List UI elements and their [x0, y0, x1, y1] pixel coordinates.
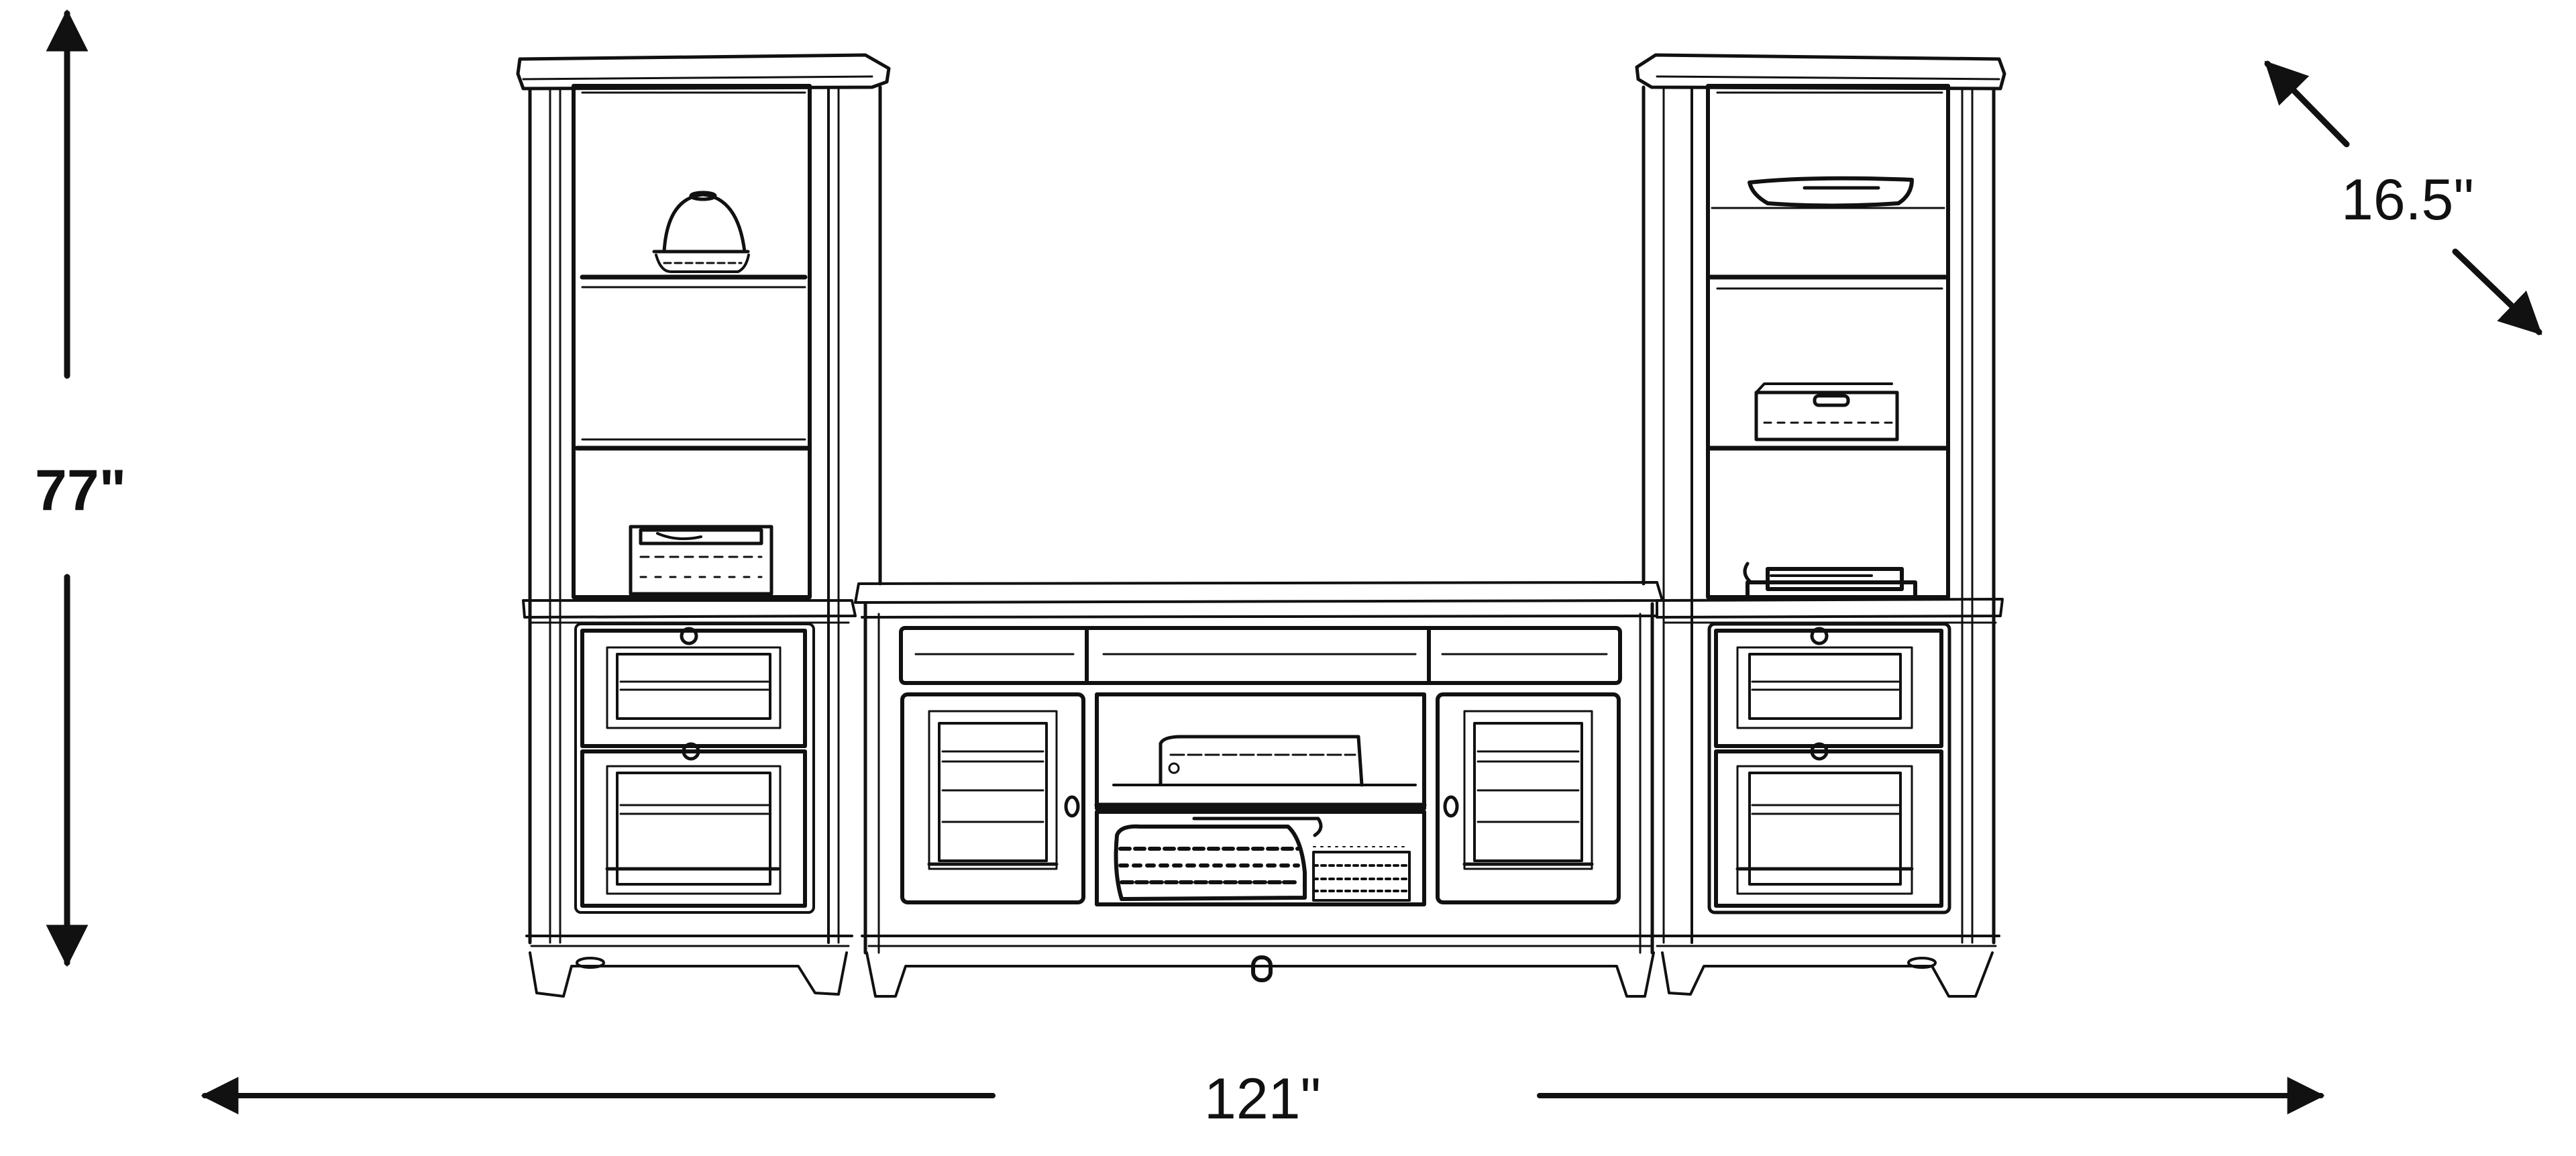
decorative-bowl-icon [652, 191, 750, 273]
folded-blanket-icon [1114, 817, 1323, 901]
height-dimension-label: 77" [35, 458, 127, 523]
storage-box-icon [1754, 382, 1899, 441]
left-drawer-1 [580, 627, 807, 748]
depth-dimension-arrow [2264, 60, 2542, 335]
tv-console [854, 581, 1664, 998]
console-left-door [900, 692, 1085, 904]
right-pier-tower [1635, 53, 2006, 998]
media-player-icon [1112, 735, 1417, 787]
right-drawer-1 [1714, 627, 1943, 748]
console-right-door [1436, 692, 1621, 904]
stacked-books-icon [1743, 562, 1917, 599]
console-center-knob-icon [1251, 955, 1273, 982]
right-drawer-2 [1714, 742, 1943, 908]
drawer-knob-icon [680, 627, 698, 645]
drawer-knob-icon [682, 742, 700, 761]
depth-dimension-label: 16.5" [2341, 168, 2474, 232]
left-pier-tower [516, 53, 891, 998]
drawer-knob-icon [1810, 742, 1829, 761]
left-drawer-2 [580, 742, 807, 908]
storage-box-icon [629, 525, 773, 596]
door-knob-icon [1064, 795, 1080, 818]
decorative-tray-icon [1748, 176, 1914, 208]
door-knob-icon [1443, 795, 1459, 818]
width-dimension-label: 121" [1204, 1067, 1322, 1131]
woven-basket-icon [1312, 846, 1411, 902]
drawer-knob-icon [1810, 627, 1829, 645]
